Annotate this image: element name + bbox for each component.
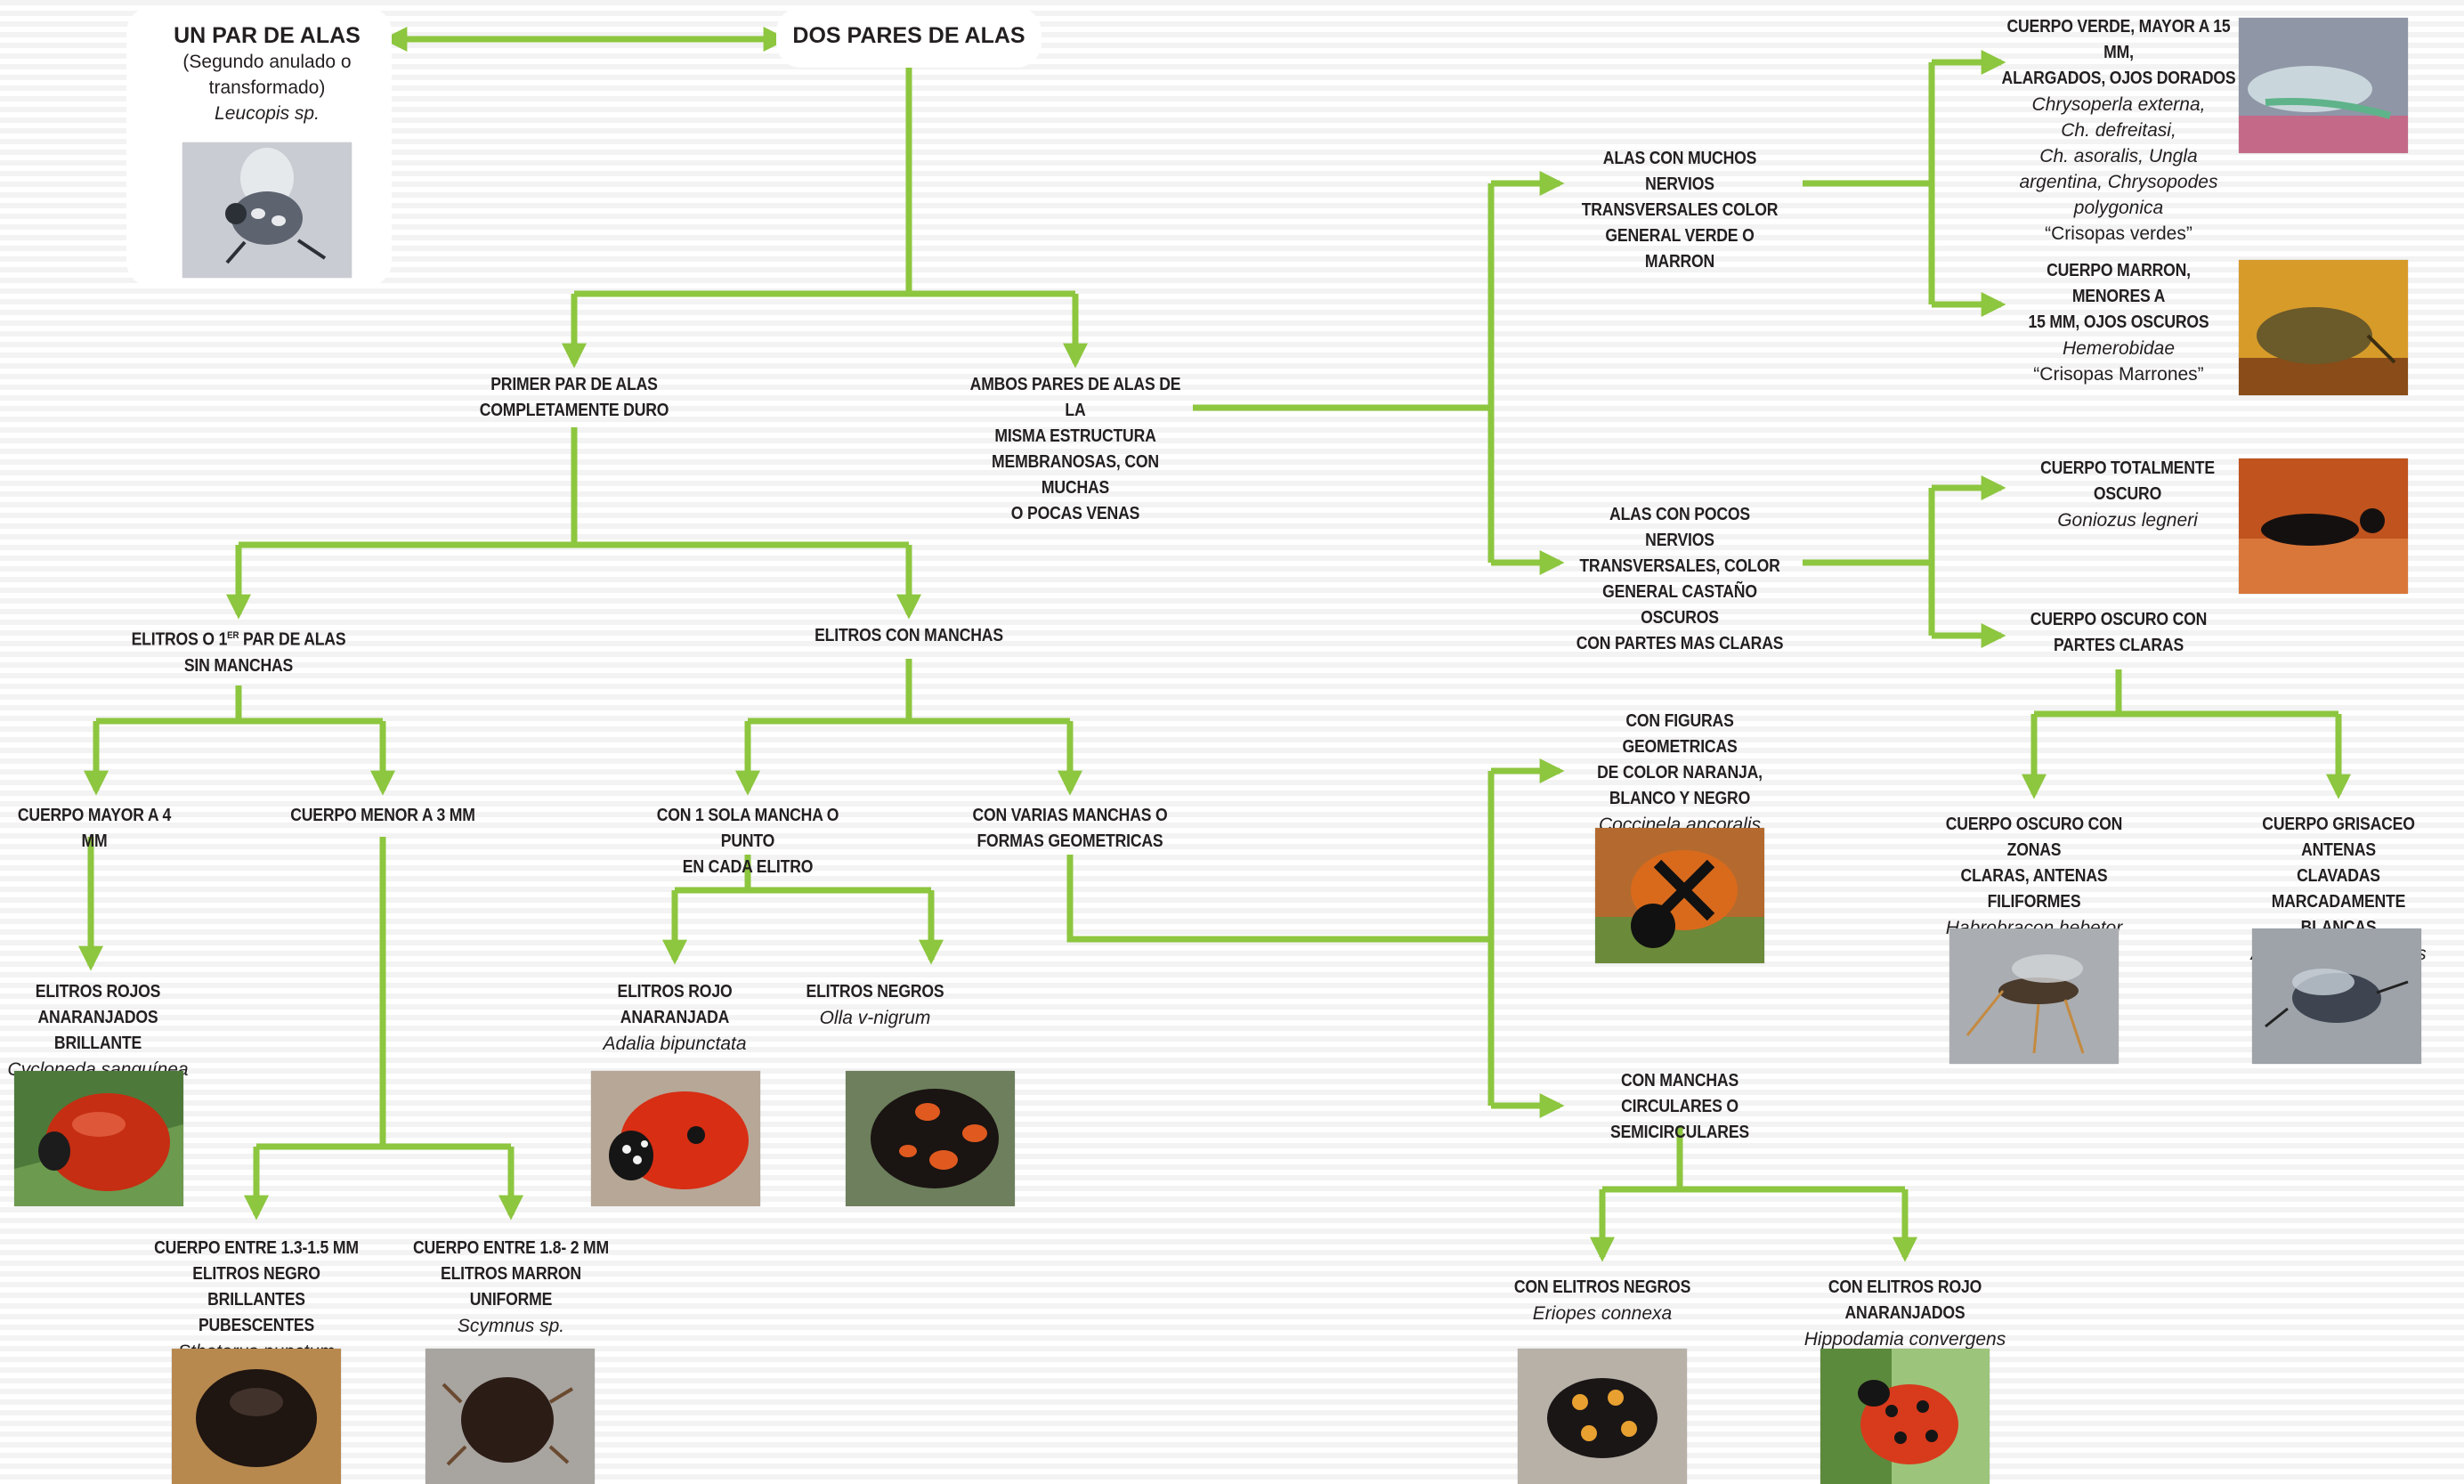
line-ambos	[1193, 183, 1495, 563]
node-title: CUERPO OSCURO CON ZONAS CLARAS, ANTENAS …	[1945, 815, 2123, 912]
line-pocos	[1803, 488, 1935, 636]
node-title: CUERPO MENOR A 3 mm	[290, 806, 475, 825]
node-title: CUERPO ENTRE 1.3-1.5 mm ELITROS NEGRO BR…	[154, 1238, 359, 1335]
node-con-elitros-negros: CON ELITROS NEGROS Eriopes connexa	[1491, 1275, 1714, 1326]
node-title: ELITROS NEGROS	[806, 982, 944, 1001]
node-title: CON 1 SOLA MANCHA O PUNTO EN CADA ELITRO	[656, 806, 839, 877]
common-name: “Crisopas Marrones”	[2033, 364, 2204, 385]
photo-adalia	[591, 1071, 760, 1206]
species-name: Goniozus legneri	[2057, 510, 2198, 531]
node-zonas-claras: CUERPO OSCURO CON ZONAS CLARAS, ANTENAS …	[1909, 812, 2159, 941]
node-title: ELITROS ROJOS ANARANJADOS BRILLANTE	[35, 982, 161, 1053]
photo-hemerobidae	[2239, 260, 2408, 395]
node-title: CON ELITROS ROJO ANARANJADOS	[1828, 1277, 1982, 1323]
photo-habrobracon	[1949, 929, 2119, 1064]
node-cuerpo-totalmente-oscuro: CUERPO TOTALMENTE OSCURO Goniozus legner…	[1994, 456, 2261, 533]
node-title: CUERPO TOTALMENTE OSCURO	[2040, 458, 2215, 504]
node-cuerpo-menor-3: CUERPO MENOR A 3 mm	[267, 803, 498, 829]
photo-sthetorus	[172, 1349, 341, 1484]
node-con-elitros-rojo: CON ELITROS ROJO ANARANJADOS Hippodamia …	[1767, 1275, 2043, 1352]
node-title: DOS PARES DE ALAS	[792, 23, 1025, 48]
node-title: CON VARIAS MANCHAS O FORMAS GEOMETRICAS	[972, 806, 1168, 851]
node-varias-manchas: CON VARIAS MANCHAS O FORMAS GEOMETRICAS	[945, 803, 1195, 855]
node-un-par-de-alas: UN PAR DE ALAS (Segundo anulado o transf…	[138, 23, 396, 126]
node-una-mancha: CON 1 SOLA MANCHA O PUNTO EN CADA ELITRO	[614, 803, 881, 880]
species-name: Hemerobidae	[2062, 338, 2176, 359]
line-muchos	[1803, 62, 1935, 304]
node-title: ELITROS CON MANCHAS	[815, 626, 1003, 645]
node-title: CUERPO MAYOR A 4 mm	[17, 806, 172, 851]
node-title: PRIMER PAR DE ALAS COMPLETAMENTE DURO	[479, 375, 669, 420]
photo-scymnus	[426, 1349, 595, 1484]
node-cuerpo-entre-18: CUERPO ENTRE 1.8- 2 mm ELITROS MARRON UN…	[391, 1236, 631, 1339]
node-title: CON ELITROS NEGROS	[1513, 1277, 1691, 1297]
node-title: ELITROS ROJO ANARANJADA	[617, 982, 733, 1027]
node-cuerpo-oscuro-partes: CUERPO OSCURO CON PARTES CLARAS	[2003, 607, 2234, 659]
dos-pares-box	[776, 7, 1042, 68]
species-name: Scymnus sp.	[457, 1316, 565, 1336]
node-title: CUERPO MARRON, MENORES A 15 mm, OJOS OSC…	[2028, 261, 2209, 332]
species-name: Eriopes connexa	[1532, 1303, 1673, 1324]
photo-eriopes	[1518, 1349, 1687, 1484]
photo-coccinela	[1595, 828, 1764, 963]
node-ambos-pares: AMBOS PARES DE ALAS DE LA MISMA ESTRUCTU…	[946, 372, 1204, 527]
node-title: CUERPO ENTRE 1.8- 2 mm ELITROS MARRON UN…	[412, 1238, 610, 1310]
node-cuerpo-marron: CUERPO MARRON, MENORES A 15 mm, OJOS OSC…	[1994, 258, 2243, 387]
node-elitros-rojos: ELITROS ROJOS ANARANJADOS BRILLANTE Cycl…	[0, 979, 196, 1083]
node-title: CON MANCHAS CIRCULARES O SEMICIRCULARES	[1610, 1071, 1749, 1142]
node-dos-pares-de-alas: DOS PARES DE ALAS	[780, 23, 1038, 49]
photo-goniozus	[2239, 458, 2408, 594]
node-title: CUERPO OSCURO CON PARTES CLARAS	[2030, 610, 2208, 655]
node-cuerpo-verde: CUERPO VERDE, MAYOR A 15 mm, ALARGADOS, …	[1985, 14, 2252, 247]
node-elitros-negros: ELITROS NEGROS Olla v-nigrum	[786, 979, 964, 1031]
photo-hippodamia	[1820, 1349, 1990, 1484]
photo-olla	[846, 1071, 1015, 1206]
species-name: Hippodamia convergens	[1803, 1329, 2006, 1350]
line-dos-split	[574, 67, 1075, 297]
photo-acerophagus	[2252, 929, 2421, 1064]
node-title: CUERPO VERDE, MAYOR A 15 mm, ALARGADOS, …	[2001, 17, 2236, 88]
node-primer-par: PRIMER PAR DE ALAS COMPLETAMENTE DURO	[441, 372, 708, 424]
species-name: Leucopis sp.	[215, 103, 320, 124]
species-name: Olla v-nigrum	[819, 1008, 931, 1028]
node-elitros-rojo-anaranjada: ELITROS ROJO ANARANJADA Adalia bipunctat…	[550, 979, 799, 1057]
species-name: Chrysoperla externa, Ch. defreitasi, Ch.…	[2019, 94, 2218, 218]
node-cuerpo-mayor-4: CUERPO MAYOR A 4 mm	[0, 803, 189, 855]
line-varias	[1066, 771, 1495, 1106]
node-manchas-circulares: CON MANCHAS CIRCULARES O SEMICIRCULARES	[1555, 1068, 1804, 1146]
photo-leucopis	[182, 142, 352, 278]
node-title: CON FIGURAS GEOMETRICAS DE COLOR NARANJA…	[1597, 711, 1763, 808]
node-subtitle: (Segundo anulado o transformado)	[182, 52, 352, 98]
node-title: ELITROS O 1ER PAR DE ALAS SIN MANCHAS	[131, 629, 346, 676]
photo-cycloneda	[14, 1071, 183, 1206]
node-title: UN PAR DE ALAS	[174, 23, 361, 48]
node-title: AMBOS PARES DE ALAS DE LA MISMA ESTRUCTU…	[969, 375, 1181, 523]
line-primer-split	[239, 427, 909, 548]
line-sin-split	[96, 685, 383, 725]
node-title: ALAS CON POCOS NERVIOS TRANSVERSALES, CO…	[1576, 505, 1784, 653]
line-partes-split	[2034, 669, 2338, 718]
common-name: “Crisopas verdes”	[2045, 223, 2192, 244]
node-elitros-sin-manchas: ELITROS O 1ER PAR DE ALAS SIN MANCHAS	[105, 623, 372, 679]
line-menor3-split	[256, 837, 511, 1150]
node-figuras-geometricas: CON FIGURAS GEOMETRICAS DE COLOR NARANJA…	[1555, 709, 1804, 838]
node-cuerpo-entre-13: CUERPO ENTRE 1.3-1.5 mm ELITROS NEGRO BR…	[136, 1236, 377, 1365]
line-una-split	[675, 855, 931, 894]
photo-crisopa-verde	[2239, 18, 2408, 153]
node-muchos-nervios: ALAS CON MUCHOS NERVIOS TRANSVERSALES CO…	[1560, 146, 1800, 275]
node-pocos-nervios: ALAS CON POCOS NERVIOS TRANSVERSALES, CO…	[1560, 502, 1800, 657]
species-name: Adalia bipunctata	[603, 1034, 747, 1054]
line-con-split	[748, 659, 1070, 725]
node-title: ALAS CON MUCHOS NERVIOS TRANSVERSALES CO…	[1581, 149, 1779, 272]
node-elitros-con-manchas: ELITROS CON MANCHAS	[775, 623, 1042, 649]
line-circ-split	[1602, 1126, 1905, 1193]
node-title: CUERPO GRISACEO ANTENAS CLAVADAS MARCADA…	[2262, 815, 2415, 937]
